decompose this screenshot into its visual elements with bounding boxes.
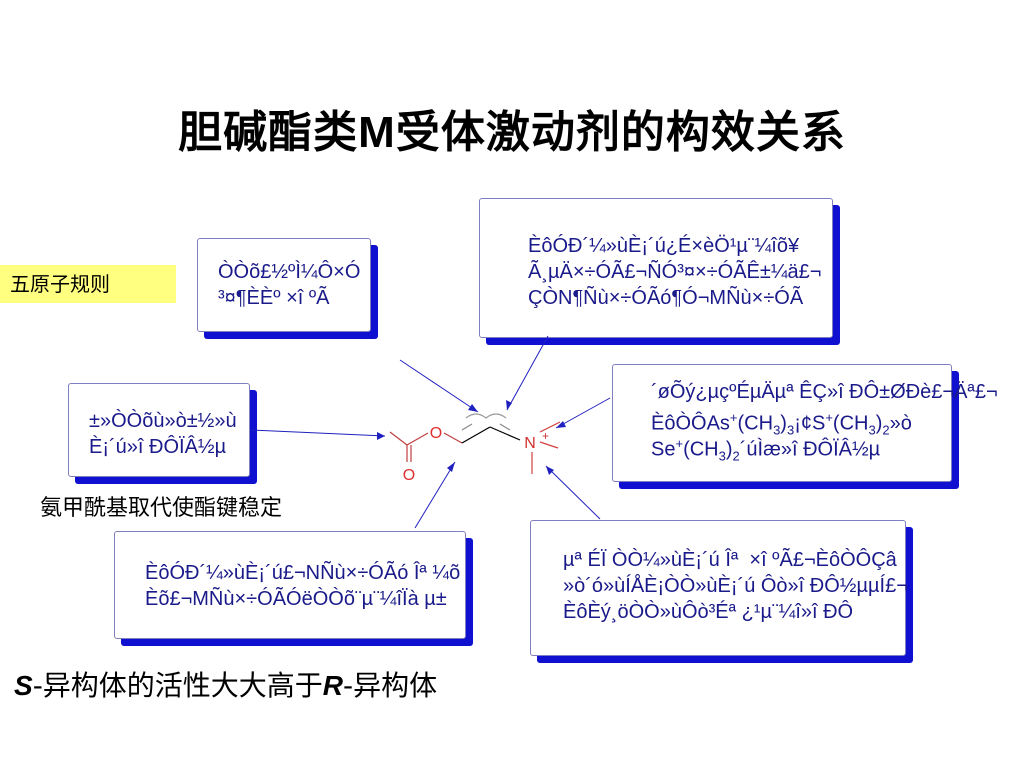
box-line: Èõ£¬MÑù×÷ÓÃÓëÒÒõ¨µ¨¼îÏà µ± (145, 588, 447, 610)
arrowhead (447, 462, 455, 472)
ester-oxygen: O (430, 425, 442, 442)
carbonyl-oxygen: O (403, 467, 415, 484)
arrows (249, 335, 611, 529)
bracket-left (461, 423, 473, 431)
box-line: ÈôÓÐ´¼»ùÈ¡´ú¿É×èÖ¹µ¨¼îõ¥ (528, 235, 800, 257)
box-line-arsenic-sulfur: ÈôÒÔAs+(CH3)3¡¢S+(CH3)2»ò (651, 410, 912, 438)
nitrogen-atom: N (524, 435, 536, 452)
box-line: Ã¸µÄ×÷ÓÃ£¬ÑÓ³¤×÷ÓÃÊ±¼ä£¬ (528, 261, 822, 283)
box-line: ±»ÒÒõù»ò±½»ù (89, 410, 237, 432)
ester-stability-label: 氨甲酰基取代使酯键稳定 (40, 496, 283, 521)
arrow (506, 335, 549, 411)
arrow (399, 359, 479, 413)
box-line: ÈôÓÐ´¼»ùÈ¡´ú£¬NÑù×÷ÓÃó Îª ¼õ (145, 562, 461, 584)
arrowhead (377, 432, 385, 440)
bond-cc (461, 426, 491, 444)
box-line: ´øÕý¿µçºÉµÄµª ÊÇ»î ÐÔ±ØÐè£¬Äª£¬ (651, 381, 998, 403)
bond-cn (489, 426, 521, 441)
bonds (389, 413, 561, 474)
arrowhead (468, 404, 478, 412)
bond-oc (443, 432, 463, 444)
box-line: »ò´ó»ùÍÅÈ¡ÒÒ»ùÈ¡´ú Ôò»î ÐÔ½µµÍ£¬ (563, 575, 908, 597)
bond-methyl (389, 431, 408, 446)
box-line: ÒÒõ£½ºÌ¼Ô­×Ó (218, 261, 361, 283)
arrow (414, 461, 456, 529)
page-title: 胆碱酯类M受体激动剂的构效关系 (178, 107, 846, 158)
bond-ester (406, 432, 429, 446)
box-acyl-substitution: ±»ÒÒõù»ò±½»ù È¡´ú»î ÐÔÏÂ½µ (68, 383, 250, 477)
box-chain-length: ÒÒõ£½ºÌ¼Ô­×Ó ³¤¶ÈÈº ×î ºÃ (197, 238, 371, 332)
arrowheads (377, 400, 566, 475)
box-line: µª ÉÏ ÒÒ¼»ùÈ¡´ú Îª ×î ºÃ£¬ÈôÒÔÇâ (563, 549, 897, 571)
box-positive-nitrogen: ´øÕý¿µçºÉµÄµª ÊÇ»î ÐÔ±ØÐè£¬Äª£¬ ÈôÒÔAs+(… (612, 364, 998, 482)
isomer-statement: S-异构体的活性大大高于R-异构体 (14, 669, 438, 702)
bond-n-me2 (539, 441, 559, 449)
box-hydroxy-substitution: ÈôÓÐ´¼»ùÈ¡´ú¿É×èÖ¹µ¨¼îõ¥ Ã¸µÄ×÷ÓÃ£¬ÑÓ³¤×… (479, 198, 833, 338)
box-line: ÇÒN¶Ñù×÷ÓÃó¶Ó¬MÑù×÷ÓÃ (528, 287, 804, 309)
bracket-right (499, 423, 511, 431)
arrow (249, 429, 386, 437)
box-line: È¡´ú»î ÐÔÏÂ½µ (89, 436, 227, 458)
box-nitrogen-alkyl: µª ÉÏ ÒÒ¼»ùÈ¡´ú Îª ×î ºÃ£¬ÈôÒÔÇâ »ò´ó»ùÍ… (530, 520, 908, 656)
arrow (555, 397, 611, 429)
arrow (545, 465, 601, 520)
arrowhead (506, 400, 512, 410)
arrowhead (546, 466, 554, 475)
box-n-substitution: ÈôÓÐ´¼»ùÈ¡´ú£¬NÑù×÷ÓÃó Îª ¼õ Èõ£¬MÑù×÷ÓÃ… (114, 531, 466, 639)
five-atom-rule-label: 五原子规则 (0, 265, 176, 303)
nitrogen-charge: + (542, 429, 549, 443)
arrowhead (556, 421, 566, 428)
box-line: ³¤¶ÈÈº ×î ºÃ (218, 287, 330, 309)
box-line: ÈôÈý¸öÒÒ»ùÔò³Éª ¿¹µ¨¼î»î ÐÔ (563, 601, 854, 623)
brace (465, 413, 507, 419)
bond-n-me1 (539, 421, 561, 433)
box-line-selenium: Se+(CH3)2´úÌæ»î ÐÔÏÂ½µ (651, 436, 881, 464)
